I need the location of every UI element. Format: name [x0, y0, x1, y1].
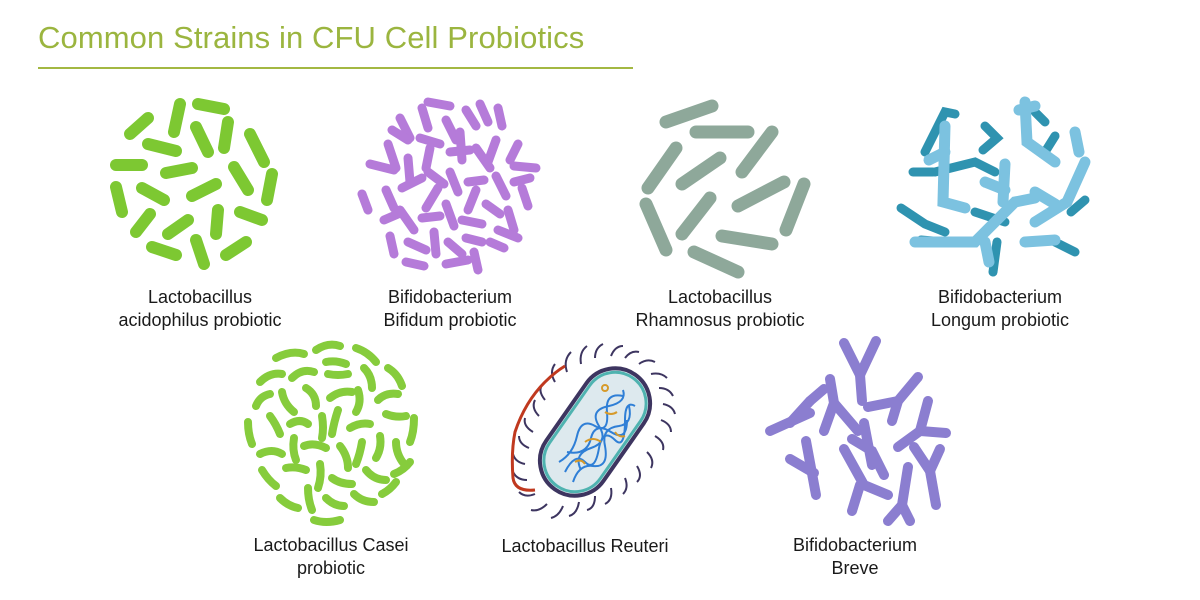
- strain-lactobacillus-acidophilus: Lactobacillus acidophilus probiotic: [100, 92, 300, 330]
- strain-lactobacillus-rhamnosus: Lactobacillus Rhamnosus probiotic: [620, 92, 820, 330]
- strain-label: Lactobacillus Reuteri: [501, 536, 669, 556]
- strain-label: Bifidobacterium Breve: [792, 535, 918, 578]
- rod-bacteria-cluster-icon: [639, 99, 811, 279]
- branching-bacteria-cluster-icon: [896, 96, 1091, 277]
- strain-label: Lactobacillus Rhamnosus probiotic: [635, 287, 805, 330]
- bacterium-cell-cross-section-icon: [510, 343, 676, 519]
- strain-lactobacillus-casei: Lactobacillus Casei probiotic: [236, 338, 426, 578]
- strain-bifidobacterium-breve: Bifidobacterium Breve: [760, 335, 960, 578]
- strain-bifidobacterium-bifidum: Bifidobacterium Bifidum probiotic: [350, 92, 550, 330]
- strain-label: Bifidobacterium Longum probiotic: [930, 287, 1070, 330]
- page-title: Common Strains in CFU Cell Probiotics: [38, 20, 585, 55]
- rod-bacteria-cluster-icon: [110, 98, 278, 270]
- strain-bifidobacterium-longum: Bifidobacterium Longum probiotic: [885, 92, 1115, 330]
- strain-label: Lactobacillus acidophilus probiotic: [118, 287, 282, 330]
- y-shaped-bacteria-cluster-icon: [765, 336, 951, 526]
- strain-label: Lactobacillus Casei probiotic: [253, 535, 409, 578]
- branched-bacteria-cluster-icon: [357, 97, 541, 275]
- strain-label: Bifidobacterium Bifidum probiotic: [383, 287, 517, 330]
- curved-rod-bacteria-cluster-icon: [244, 340, 418, 526]
- title-underline: [38, 67, 633, 69]
- strain-lactobacillus-reuteri: Lactobacillus Reuteri: [495, 342, 685, 556]
